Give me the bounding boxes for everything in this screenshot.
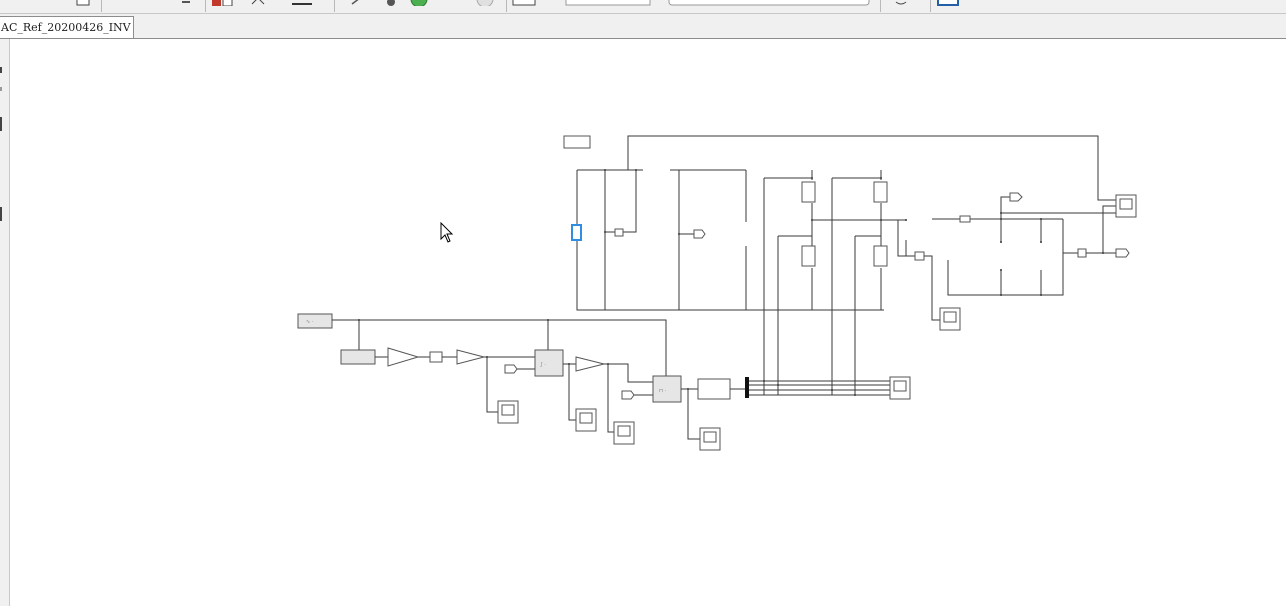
gutter-mark — [0, 87, 2, 91]
pll-block[interactable] — [340, 349, 376, 365]
mode-field[interactable] — [668, 0, 870, 6]
toolbar — [0, 0, 1286, 14]
run-icon[interactable] — [408, 0, 430, 6]
signal-wire — [563, 363, 577, 421]
igbt-switch-block[interactable] — [873, 245, 888, 267]
gutter-mark — [0, 117, 2, 131]
library-icon[interactable] — [211, 0, 237, 6]
sim-time-field[interactable] — [565, 0, 651, 6]
toolbar-separator — [930, 0, 931, 12]
signal-wire — [576, 169, 884, 311]
signal-wire — [332, 319, 667, 385]
view-icon[interactable] — [512, 0, 538, 6]
from-tag-block[interactable] — [504, 364, 518, 374]
wire-junctions — [358, 169, 1104, 396]
constant-block[interactable] — [563, 135, 591, 149]
scope-screen — [1119, 198, 1133, 210]
logic-block[interactable] — [697, 378, 731, 400]
signal-wire — [1086, 205, 1116, 254]
signal-wire — [605, 170, 637, 233]
measurement-block[interactable] — [614, 228, 624, 237]
signal-wire — [484, 356, 536, 413]
igbt-switch-block[interactable] — [801, 181, 816, 203]
measurement-block[interactable] — [959, 215, 971, 223]
toolbar-separator — [506, 0, 507, 12]
gutter-mark — [0, 207, 2, 221]
goto-tag-block[interactable] — [1115, 248, 1130, 258]
toolbar-separator — [880, 0, 881, 12]
toolbar-separator — [101, 0, 102, 12]
signal-wire — [905, 240, 941, 321]
block-glyph: ∿ · — [306, 319, 314, 325]
debug-icon[interactable] — [893, 0, 909, 6]
signal-wire — [932, 196, 1116, 220]
signal-wire — [749, 380, 890, 396]
igbt-switch-block[interactable] — [801, 245, 816, 267]
scope-screen — [893, 380, 907, 392]
block-icon[interactable] — [936, 0, 960, 6]
measurement-block[interactable] — [1077, 248, 1087, 258]
gain-block[interactable] — [387, 347, 420, 367]
scope-screen — [501, 404, 515, 416]
gain-block[interactable] — [575, 356, 605, 372]
signal-wire — [604, 363, 653, 433]
signal-wire — [812, 219, 915, 257]
toolbar-separator — [205, 0, 206, 12]
tab-bar: AC_Ref_20200426_INV — [0, 14, 1286, 39]
mouse-cursor-icon — [440, 222, 454, 243]
scope-screen — [703, 431, 717, 443]
signal-wire — [604, 169, 747, 310]
signal-wire — [681, 388, 701, 440]
model-canvas[interactable]: ∿ · ∫ · ⊓ · — [10, 39, 1286, 606]
sum-block[interactable] — [429, 351, 443, 363]
block-diagram[interactable]: ∿ · ∫ · ⊓ · — [10, 39, 1286, 606]
signal-wire — [763, 170, 813, 395]
block-glyph: ⊓ · — [659, 388, 666, 394]
signal-wire — [831, 170, 882, 395]
measurement-block[interactable] — [914, 251, 925, 261]
gutter-mark — [0, 67, 2, 73]
pwm-generator-block[interactable] — [652, 375, 682, 403]
pi-controller-block[interactable] — [534, 349, 564, 377]
stop-icon[interactable] — [474, 0, 496, 6]
highlighted-block[interactable] — [571, 224, 582, 241]
scope-screen — [617, 425, 631, 437]
demux-block[interactable] — [745, 377, 749, 398]
left-gutter — [0, 39, 10, 606]
from-tag-block[interactable] — [621, 390, 635, 400]
block-glyph: ∫ · — [540, 362, 546, 368]
toolbar-separator — [334, 0, 335, 12]
signal-wire — [947, 219, 1078, 296]
tab-model[interactable]: AC_Ref_20200426_INV — [0, 16, 134, 38]
scope-screen — [579, 412, 593, 424]
gain-block[interactable] — [456, 349, 486, 365]
goto-tag-block[interactable] — [693, 229, 706, 239]
goto-tag-block[interactable] — [1009, 192, 1023, 202]
scope-screen — [943, 311, 957, 323]
undo-icon[interactable] — [180, 0, 192, 6]
model-icon[interactable] — [250, 0, 266, 6]
igbt-switch-block[interactable] — [873, 181, 888, 203]
sine-source-block[interactable] — [297, 313, 333, 329]
gear-icon[interactable] — [385, 0, 397, 6]
arrow-icon[interactable] — [290, 0, 314, 6]
arrow-icon[interactable] — [350, 0, 362, 6]
file-icon[interactable] — [75, 0, 91, 6]
signal-wire — [627, 135, 1116, 201]
